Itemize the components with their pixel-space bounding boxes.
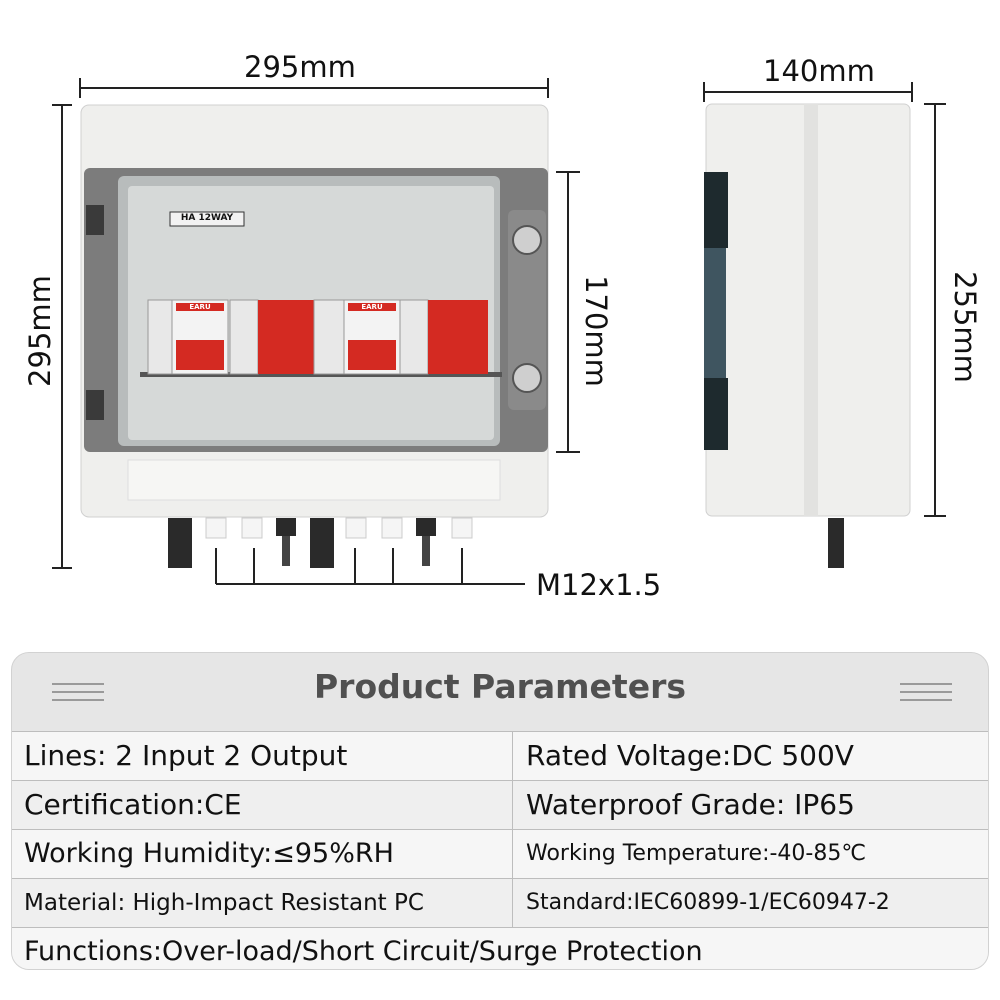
bottom-connectors [168, 517, 473, 568]
param-working-humidity: Working Humidity:≤95%RH [24, 838, 394, 869]
product-drawing [52, 78, 946, 585]
param-working-temperature: Working Temperature:-40-85℃ [526, 841, 867, 866]
menu-lines-icon-left [52, 683, 104, 705]
side-depth-label: 140mm [763, 54, 875, 88]
param-waterproof-grade: Waterproof Grade: IP65 [526, 788, 855, 821]
param-functions: Functions:Over-load/Short Circuit/Surge … [24, 936, 703, 967]
front-enclosure [80, 104, 549, 518]
table-row: Material: High-Impact Resistant PC Stand… [12, 878, 988, 927]
front-height-dimension [52, 104, 72, 569]
front-width-label: 295mm [244, 50, 356, 84]
table-row: Lines: 2 Input 2 Output Rated Voltage:DC… [12, 731, 988, 780]
param-standard: Standard:IEC60899-1/EC60947-2 [526, 890, 890, 915]
menu-lines-icon-right [900, 683, 952, 705]
table-row: Working Humidity:≤95%RH Working Temperat… [12, 829, 988, 878]
inner-height-dimension [556, 171, 580, 453]
side-enclosure [704, 103, 911, 568]
front-height-label: 295mm [23, 275, 57, 387]
breaker-row [147, 299, 488, 375]
gland-thread-label: M12x1.5 [536, 568, 662, 602]
front-width-dimension [79, 78, 549, 98]
panel-header: Product Parameters [12, 653, 988, 731]
panel-title: Product Parameters [313, 667, 687, 706]
param-lines: Lines: 2 Input 2 Output [24, 739, 348, 772]
product-parameters-panel: Product Parameters Lines: 2 Input 2 Outp… [11, 652, 989, 970]
side-height-label: 255mm [948, 271, 982, 383]
gland-thread-bracket [215, 548, 525, 585]
table-row: Certification:CE Waterproof Grade: IP65 [12, 780, 988, 829]
side-height-dimension [924, 103, 946, 517]
side-depth-dimension [703, 82, 913, 102]
model-label: HA 12WAY [180, 213, 234, 223]
parameters-table: Lines: 2 Input 2 Output Rated Voltage:DC… [12, 731, 988, 969]
table-row: Functions:Over-load/Short Circuit/Surge … [12, 927, 988, 969]
breaker-brand-label-1: EARU [176, 303, 224, 311]
breaker-brand-label-2: EARU [348, 303, 396, 311]
param-material: Material: High-Impact Resistant PC [24, 890, 424, 916]
param-certification: Certification:CE [24, 788, 242, 821]
param-rated-voltage: Rated Voltage:DC 500V [526, 739, 854, 772]
inner-height-label: 170mm [579, 275, 613, 387]
